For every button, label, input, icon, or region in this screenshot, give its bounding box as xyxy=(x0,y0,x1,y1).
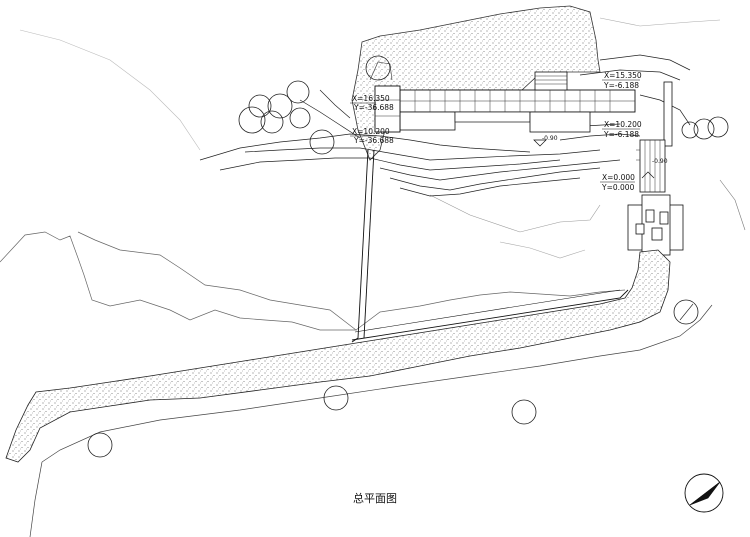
boardwalk xyxy=(351,149,629,343)
stone-path xyxy=(5,249,671,463)
coord-2-y: Y=-36.688 xyxy=(353,136,394,145)
coord-2-x: X=10.200 xyxy=(352,127,390,136)
coord-4-x: X=10.200 xyxy=(604,120,642,129)
coord-3-y: Y=-6.188 xyxy=(603,81,639,90)
tree-icon xyxy=(87,55,729,458)
coord-1-y: Y=-36.688 xyxy=(353,103,394,112)
elevation-label-2: -0.90 xyxy=(652,158,668,165)
north-arrow-icon xyxy=(684,473,724,513)
drawing-title: 总平面图 xyxy=(353,491,397,505)
lookout-structure xyxy=(627,194,684,256)
coord-5-x: X=0.000 xyxy=(602,173,635,182)
coord-5-y: Y=0.000 xyxy=(601,183,635,192)
shoreline xyxy=(0,231,626,331)
east-stair-tower xyxy=(636,81,673,193)
coord-3-x: X=15.350 xyxy=(604,71,642,80)
coordinate-labels: X=16.350 Y=-36.688 X=10.200 Y=-36.688 X=… xyxy=(350,71,642,192)
building xyxy=(369,61,636,133)
coord-1-x: X=16.350 xyxy=(352,94,390,103)
elevation-markers xyxy=(533,139,655,179)
coord-4-y: Y=-6.188 xyxy=(603,130,639,139)
contour-lines xyxy=(199,54,691,197)
elevation-label-1: -0.90 xyxy=(542,135,558,142)
